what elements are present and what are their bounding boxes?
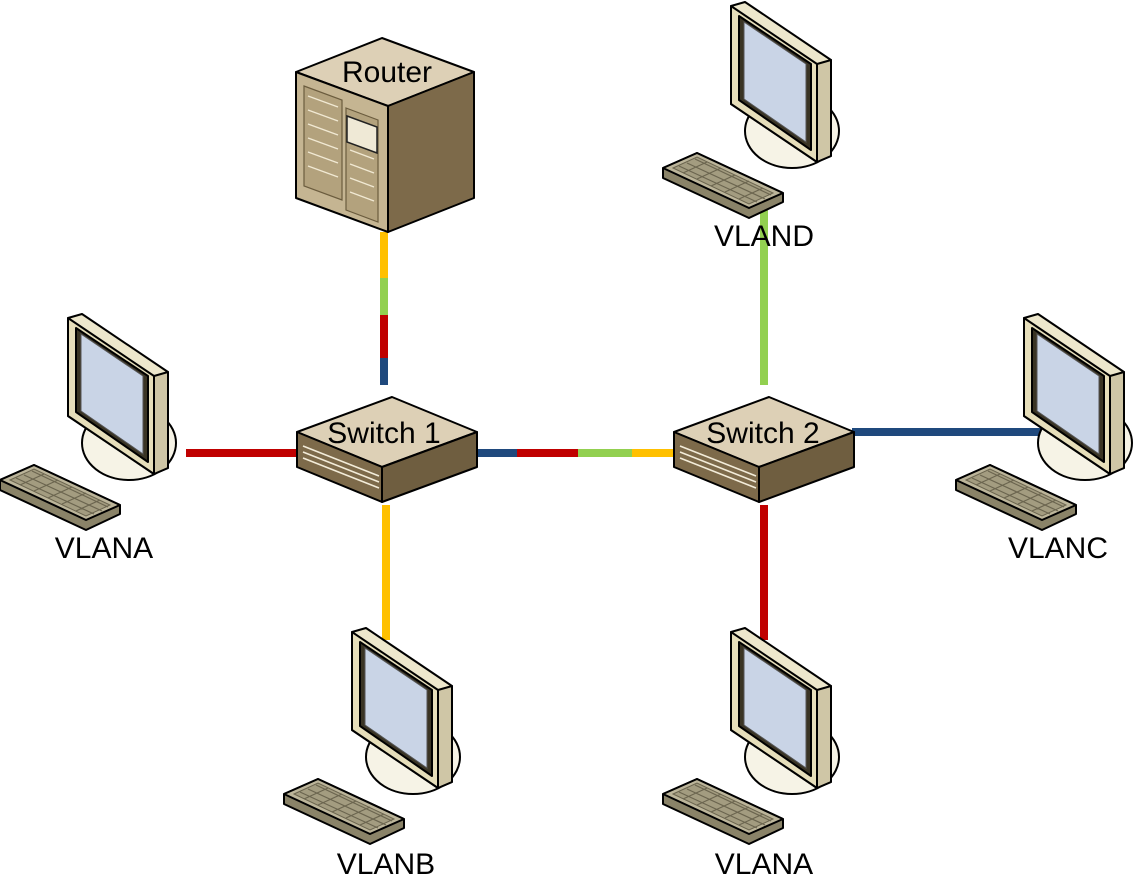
pc-vlana-left-node: VLANA <box>0 313 177 565</box>
router-icon <box>295 37 475 233</box>
pc-vland-node: VLAND <box>662 1 840 253</box>
pc-vland-icon <box>662 1 840 219</box>
pc-vlana-bottom-icon <box>662 627 840 845</box>
pc-vland-label: VLAND <box>714 220 814 253</box>
switch-1-node: Switch 1 <box>296 396 478 503</box>
pc-vlana-bottom-label: VLANA <box>715 848 813 881</box>
pc-vlana-bottom-node: VLANA <box>662 627 840 881</box>
pc-vlanb-icon <box>283 627 461 845</box>
pc-vlanc-label: VLANC <box>1008 532 1108 565</box>
switch-2-node: Switch 2 <box>673 396 855 503</box>
pc-vlana-left-label: VLANA <box>55 532 153 565</box>
pc-vlana-left-icon <box>0 313 177 531</box>
pc-vlanc-icon <box>955 313 1133 531</box>
router-label: Router <box>342 56 432 89</box>
links-layer <box>186 200 1052 640</box>
pc-vlanc-node: VLANC <box>955 313 1133 565</box>
switch-1-label: Switch 1 <box>327 417 440 450</box>
pc-vlanb-node: VLANB <box>283 627 461 881</box>
switch-2-label: Switch 2 <box>706 417 819 450</box>
pc-vlanb-label: VLANB <box>337 848 435 881</box>
router-node: Router <box>295 37 475 233</box>
